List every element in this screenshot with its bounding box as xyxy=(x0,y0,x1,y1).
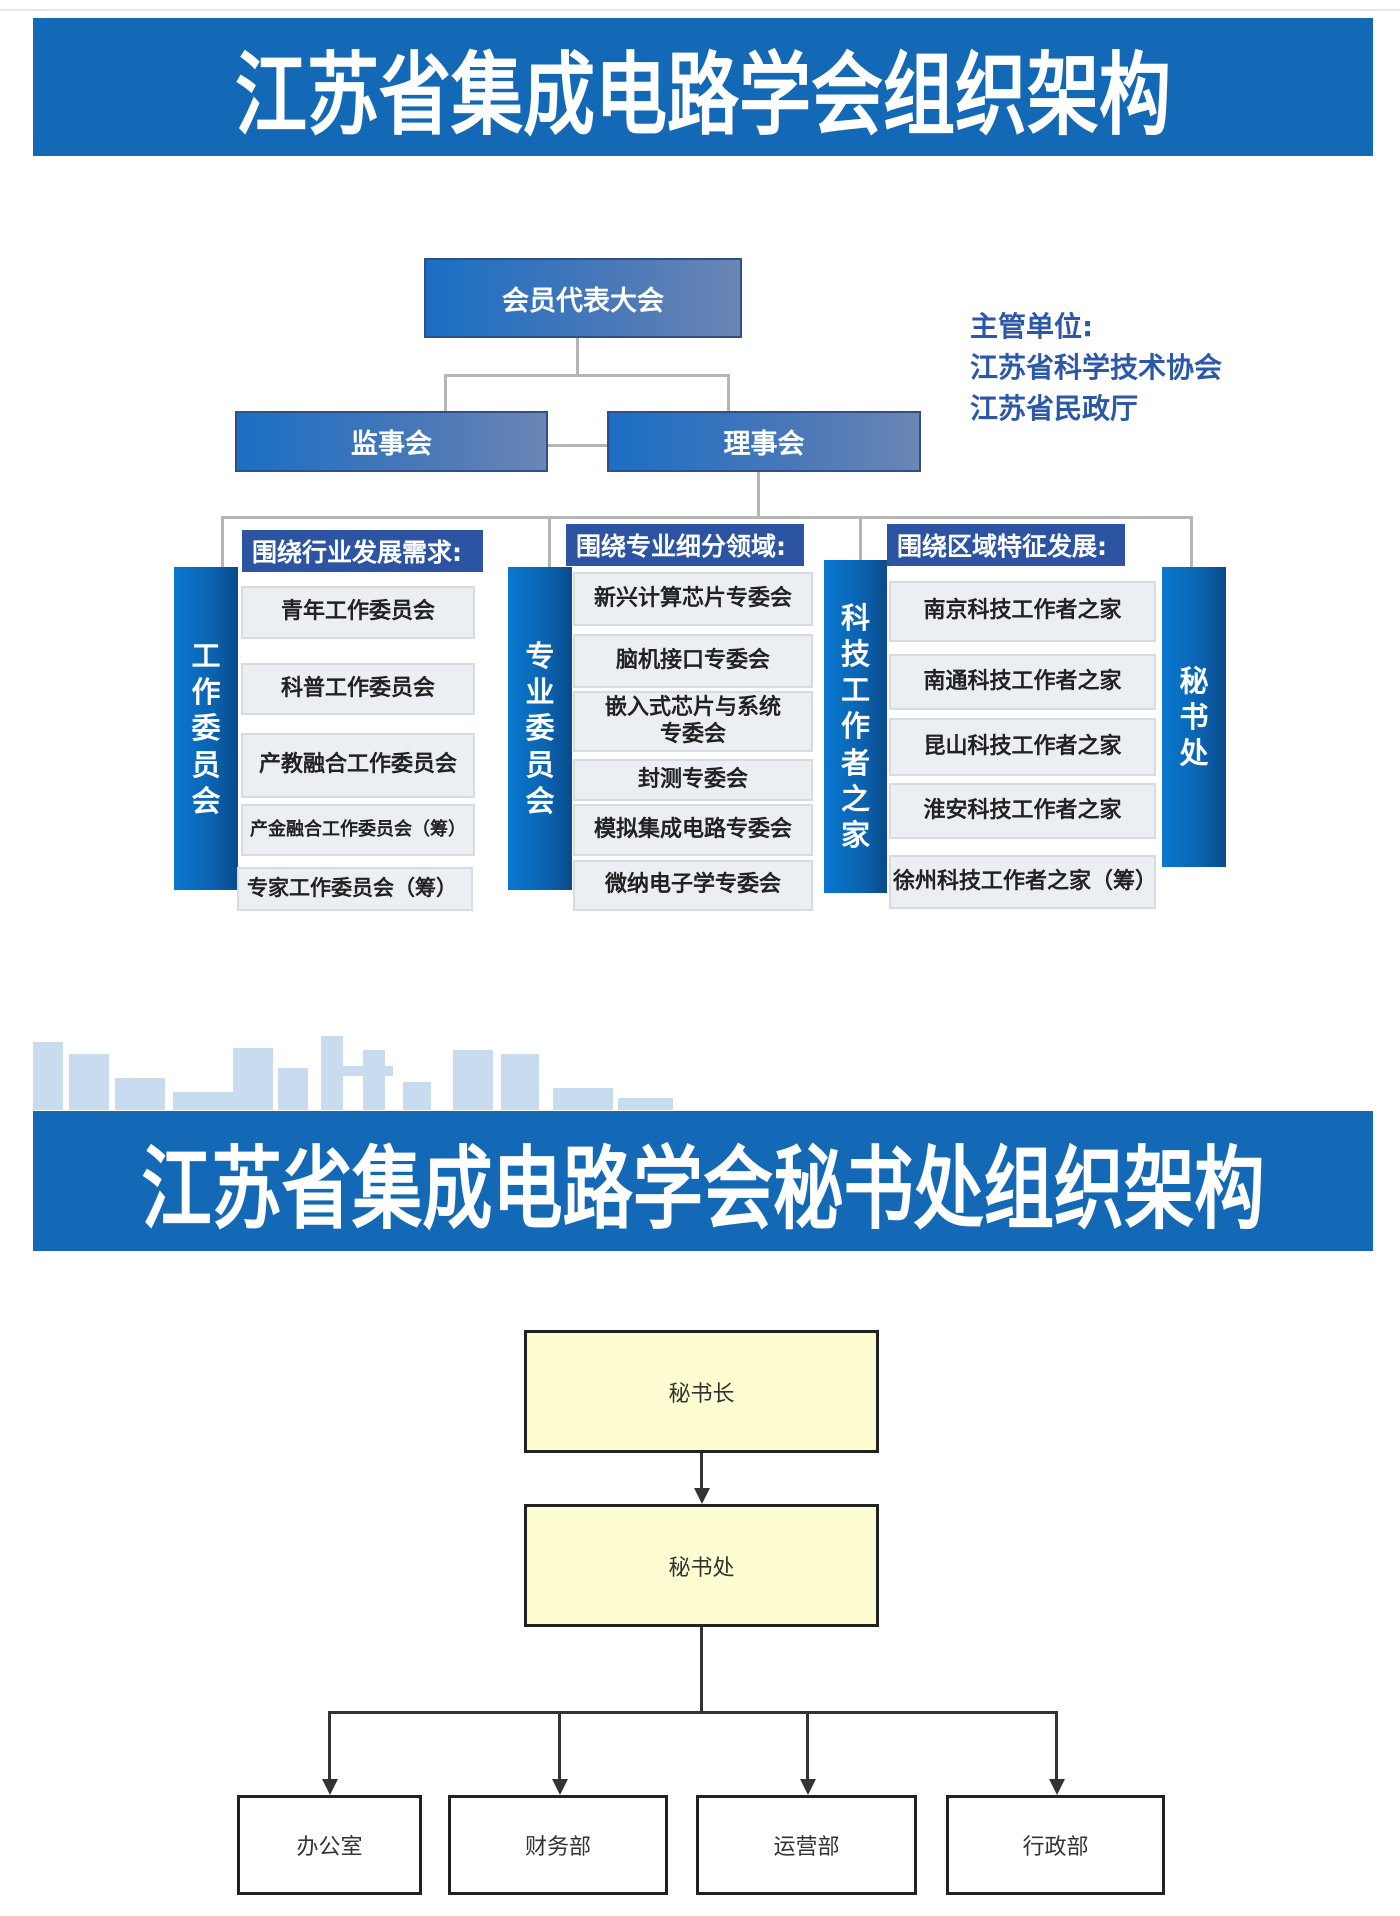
supervising-units-label: 主管单位: xyxy=(970,310,1094,343)
secretary-general-box: 秘书长 xyxy=(524,1330,879,1453)
connector xyxy=(1055,1711,1058,1779)
connector xyxy=(806,1711,809,1779)
supervising-units: 主管单位: 江苏省科学技术协会 江苏省民政厅 xyxy=(970,306,1222,429)
list-item: 嵌入式芯片与系统专委会 xyxy=(573,691,813,752)
connector xyxy=(328,1711,331,1779)
connector xyxy=(548,516,551,568)
list-item: 南京科技工作者之家 xyxy=(889,581,1156,642)
department-box: 运营部 xyxy=(696,1795,917,1895)
bar-label: 科技工作者之家 xyxy=(841,600,871,853)
list-item: 产金融合工作委员会（筹） xyxy=(241,804,475,856)
connector xyxy=(859,516,862,561)
connector xyxy=(700,1627,703,1714)
list-item: 南通科技工作者之家 xyxy=(889,654,1156,710)
list-item: 淮安科技工作者之家 xyxy=(889,783,1156,839)
list-item: 昆山科技工作者之家 xyxy=(889,718,1156,776)
list-item: 产教融合工作委员会 xyxy=(241,733,475,798)
list-item: 模拟集成电路专委会 xyxy=(573,804,813,856)
list-item: 脑机接口专委会 xyxy=(573,634,813,688)
connector xyxy=(558,1711,561,1779)
arrow-down-icon xyxy=(800,1779,816,1795)
department-box: 行政部 xyxy=(946,1795,1165,1895)
department-box: 财务部 xyxy=(448,1795,668,1895)
secretariat-office-box: 秘书处 xyxy=(524,1504,879,1627)
connector xyxy=(1190,516,1193,568)
working-committees-bar: 工作委员会 xyxy=(174,567,238,890)
arrow-down-icon xyxy=(322,1779,338,1795)
member-congress-box: 会员代表大会 xyxy=(424,258,742,338)
professional-committees-bar: 专业委员会 xyxy=(508,567,572,890)
connector xyxy=(576,338,579,376)
supervising-unit: 江苏省民政厅 xyxy=(970,392,1139,425)
arrow-down-icon xyxy=(694,1488,710,1504)
supervisory-board-box: 监事会 xyxy=(235,411,548,472)
connector xyxy=(444,374,730,377)
bar-label: 专业委员会 xyxy=(525,638,555,818)
title-banner: 江苏省集成电路学会组织架构 xyxy=(33,18,1373,156)
list-item: 新兴计算芯片专委会 xyxy=(573,572,813,626)
connector xyxy=(221,516,224,568)
secretariat-bar: 秘书处 xyxy=(1162,567,1226,867)
page-title: 江苏省集成电路学会组织架构 xyxy=(235,42,1171,148)
top-divider xyxy=(0,9,1400,11)
group-header: 围绕区域特征发展: xyxy=(887,524,1125,566)
bar-label: 工作委员会 xyxy=(191,638,221,818)
connector xyxy=(548,444,607,447)
connector xyxy=(328,1711,1058,1714)
council-box: 理事会 xyxy=(607,411,921,472)
secretariat-title: 江苏省集成电路学会秘书处组织架构 xyxy=(141,1136,1265,1242)
list-item: 封测专委会 xyxy=(573,759,813,801)
list-item: 微纳电子学专委会 xyxy=(573,860,813,911)
connector xyxy=(700,1453,703,1489)
department-box: 办公室 xyxy=(237,1795,422,1895)
connector xyxy=(757,472,760,518)
group-header: 围绕行业发展需求: xyxy=(242,530,483,572)
connector xyxy=(727,374,730,411)
connector xyxy=(221,516,1193,519)
group-header: 围绕专业细分领域: xyxy=(566,524,804,566)
arrow-down-icon xyxy=(552,1779,568,1795)
supervising-unit: 江苏省科学技术协会 xyxy=(970,351,1223,384)
arrow-down-icon xyxy=(1049,1779,1065,1795)
secretariat-title-banner: 江苏省集成电路学会秘书处组织架构 xyxy=(33,1111,1373,1251)
tech-workers-home-bar: 科技工作者之家 xyxy=(824,560,887,893)
skyline-illustration xyxy=(33,1036,673,1110)
bar-label: 秘书处 xyxy=(1179,663,1209,771)
connector xyxy=(444,374,447,411)
list-item: 专家工作委员会（筹） xyxy=(237,867,473,911)
list-item: 徐州科技工作者之家（筹） xyxy=(889,855,1157,909)
list-item: 科普工作委员会 xyxy=(241,663,475,715)
list-item: 青年工作委员会 xyxy=(241,586,475,639)
